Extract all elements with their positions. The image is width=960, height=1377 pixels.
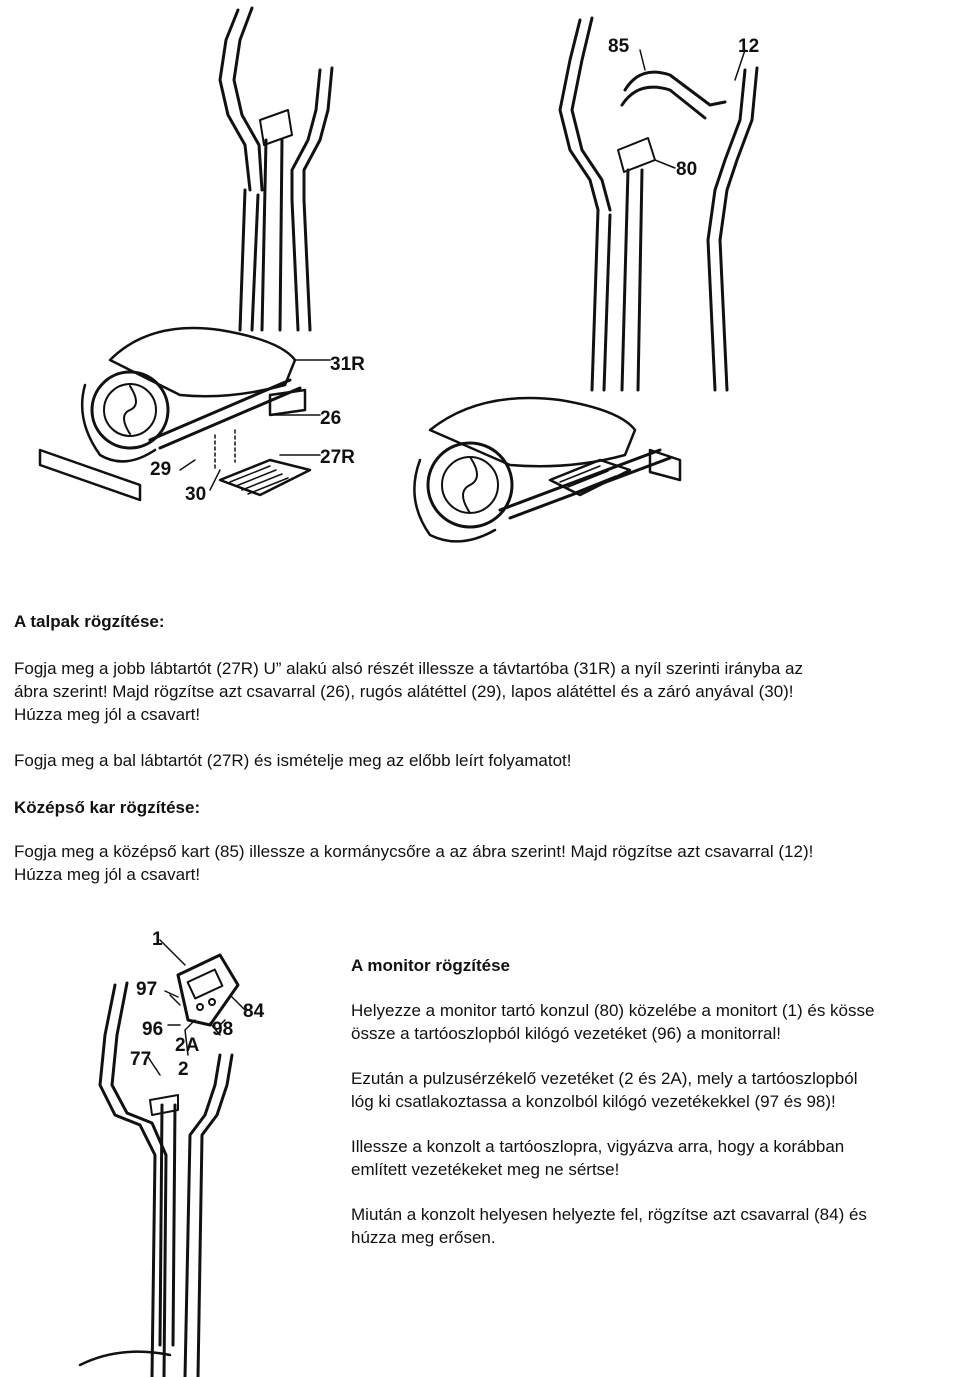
figure-center-bar-assembly: 85 12 80 [380, 10, 800, 550]
monitor-p4-line-2: húzza meg erősen. [351, 1228, 496, 1247]
monitor-paragraph-4: Miután a konzolt helyesen helyezte fel, … [351, 1203, 951, 1249]
fig1-label-29: 29 [150, 459, 171, 480]
fig2-label-85: 85 [608, 36, 630, 57]
feet-section-heading: A talpak rögzítése: [14, 612, 165, 631]
feet-instructions-paragraph: Fogja meg a jobb lábtartót (27R) U” alak… [14, 657, 949, 726]
fig3-label-96: 96 [142, 1019, 163, 1040]
center-bar-line-1: Fogja meg a középső kart (85) illessze a… [14, 842, 814, 861]
monitor-p2-line-1: Ezután a pulzusérzékelő vezetéket (2 és … [351, 1069, 858, 1088]
center-bar-line-2: Húzza meg jól a csavart! [14, 865, 201, 884]
fig3-label-97: 97 [136, 979, 157, 1000]
fig1-label-31r: 31R [330, 354, 365, 375]
fig3-label-84: 84 [243, 1001, 265, 1022]
figure-feet-assembly: 31R 26 27R 29 30 [30, 0, 390, 510]
center-bar-section-heading: Középső kar rögzítése: [14, 798, 201, 817]
monitor-paragraph-3: Illessze a konzolt a tartóoszlopra, vigy… [351, 1135, 951, 1181]
feet-para-line-1: Fogja meg a jobb lábtartót (27R) U” alak… [14, 659, 803, 678]
fig1-label-27r: 27R [320, 447, 355, 468]
fig1-label-26: 26 [320, 408, 341, 429]
fig2-label-80: 80 [676, 159, 697, 180]
monitor-p2-line-2: lóg ki csatlakoztassa a konzolból kilógó… [351, 1092, 836, 1111]
monitor-paragraph-1: Helyezze a monitor tartó konzul (80) köz… [351, 999, 951, 1045]
fig3-label-98: 98 [212, 1019, 233, 1040]
figure-monitor-assembly: 1 97 84 96 98 2A 77 2 [60, 925, 340, 1377]
feet-para-line-2: ábra szerint! Majd rögzítse azt csavarra… [14, 682, 794, 701]
monitor-section-heading: A monitor rögzítése [351, 956, 510, 975]
feet-para-line-3: Húzza meg jól a csavart! [14, 705, 201, 724]
monitor-p1-line-2: össze a tartóoszlopból kilógó vezetéket … [351, 1024, 781, 1043]
monitor-p4-line-1: Miután a konzolt helyesen helyezte fel, … [351, 1205, 867, 1224]
monitor-p1-line-1: Helyezze a monitor tartó konzul (80) köz… [351, 1001, 875, 1020]
fig2-label-12: 12 [738, 36, 759, 57]
fig3-label-2a: 2A [175, 1035, 200, 1056]
fig3-label-77: 77 [130, 1049, 151, 1070]
monitor-p3-line-2: említett vezetékeket meg ne sértse! [351, 1160, 620, 1179]
monitor-paragraph-2: Ezután a pulzusérzékelő vezetéket (2 és … [351, 1067, 951, 1113]
fig3-label-2: 2 [178, 1059, 189, 1080]
fig1-label-30: 30 [185, 484, 206, 505]
monitor-p3-line-1: Illessze a konzolt a tartóoszlopra, vigy… [351, 1137, 845, 1156]
fig3-label-1: 1 [152, 929, 163, 950]
center-bar-paragraph: Fogja meg a középső kart (85) illessze a… [14, 840, 949, 886]
feet-repeat-paragraph: Fogja meg a bal lábtartót (27R) és ismét… [14, 751, 572, 770]
